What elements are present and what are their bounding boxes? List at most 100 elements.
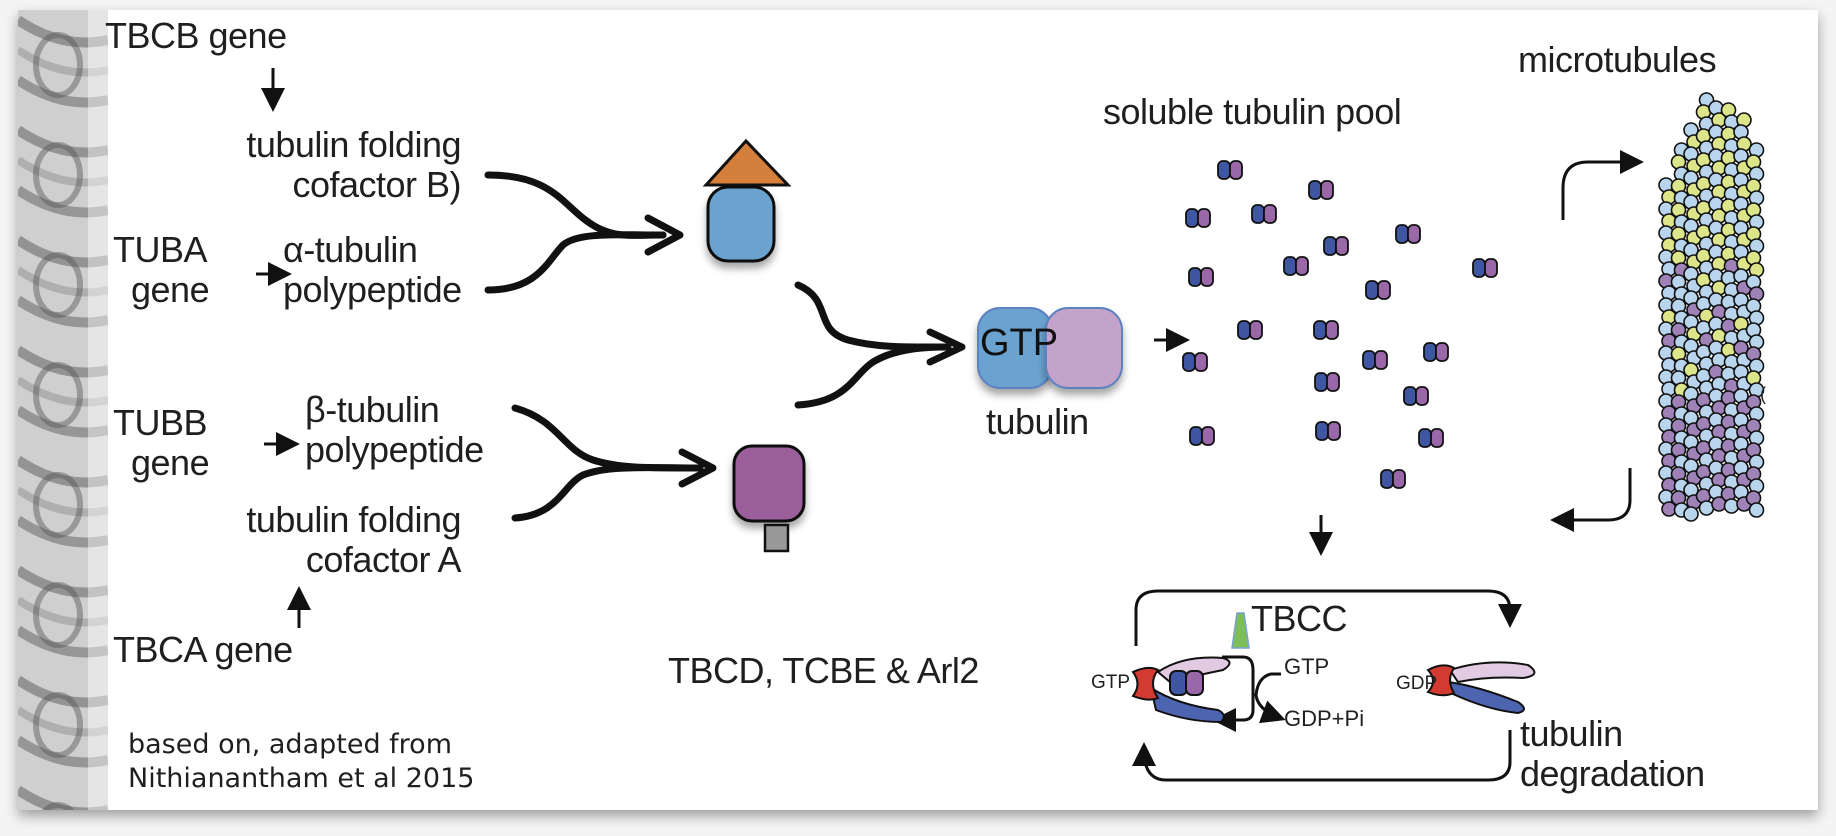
tubulin-dimer bbox=[1380, 469, 1406, 489]
tubulin-pathway-diagram: ( bbox=[256, 68, 1766, 782]
tbcd-tbce-arl2-complex-gtp bbox=[1131, 656, 1231, 724]
label-cofactor-a-line1: tubulin folding bbox=[246, 499, 461, 540]
tubulin-dimer bbox=[1182, 352, 1208, 372]
tubulin-dimer bbox=[1237, 320, 1263, 340]
label-dimer-gtp: GTP bbox=[980, 322, 1059, 364]
dimer-alpha bbox=[1380, 469, 1394, 489]
dimer-alpha bbox=[1403, 386, 1417, 406]
tbcc-shape bbox=[1231, 612, 1250, 649]
tubulin-dimer bbox=[1188, 267, 1214, 287]
dimer-alpha bbox=[1362, 350, 1376, 370]
label-microtubules: microtubules bbox=[1518, 39, 1717, 80]
tubulin-dimer bbox=[1395, 224, 1421, 244]
tubulin-dimer bbox=[1315, 421, 1341, 441]
microtubule-subunit bbox=[1683, 506, 1699, 522]
label-complex-gtp: GTP bbox=[1091, 672, 1131, 693]
dimer-alpha bbox=[1423, 342, 1437, 362]
label-tbcc: TBCC bbox=[1251, 598, 1348, 639]
dimer-alpha bbox=[1182, 352, 1196, 372]
tubulin-dimer bbox=[1423, 342, 1449, 362]
tubulin-dimer bbox=[1362, 350, 1388, 370]
tubulin-dimer bbox=[1365, 280, 1391, 300]
dimer-alpha bbox=[1308, 180, 1322, 200]
dimer-alpha bbox=[1313, 320, 1327, 340]
label-tuba-line2: gene bbox=[131, 269, 210, 310]
dimer-beta bbox=[1484, 258, 1498, 278]
label-tubb-line2: gene bbox=[131, 442, 210, 483]
label-tbcb-gene: TBCB gene bbox=[105, 15, 287, 56]
dimer-beta bbox=[1200, 267, 1214, 287]
label-complex-gdp: GDP bbox=[1396, 673, 1438, 694]
cofactor-b-triangle bbox=[702, 138, 792, 187]
tubulin-dimer bbox=[1185, 208, 1211, 228]
microtubule-micrograph-strip bbox=[18, 10, 108, 810]
soluble-pool-dimers bbox=[1182, 160, 1498, 489]
dimer-alpha bbox=[1237, 320, 1251, 340]
dimer-beta bbox=[1407, 224, 1421, 244]
label-beta-line2: polypeptide bbox=[305, 429, 484, 470]
tubulin-dimer bbox=[1251, 204, 1277, 224]
stray-mark: ( bbox=[1760, 384, 1766, 404]
tubulin-dimer bbox=[1217, 160, 1243, 180]
label-cycle-gdp-pi: GDP+Pi bbox=[1284, 706, 1365, 731]
dimer-beta bbox=[1201, 426, 1215, 446]
label-alpha-line2: polypeptide bbox=[283, 269, 462, 310]
micrograph-texture bbox=[18, 10, 108, 810]
tubulin-dimer bbox=[1189, 426, 1215, 446]
microtubule-subunit bbox=[1748, 502, 1765, 518]
dimer-alpha bbox=[1314, 372, 1328, 392]
label-cofactor-b-line1: tubulin folding bbox=[246, 124, 461, 165]
dimer-beta bbox=[1430, 428, 1444, 448]
dimer-beta bbox=[1197, 208, 1211, 228]
tubulin-dimer bbox=[1314, 372, 1340, 392]
dimer-alpha bbox=[1472, 258, 1486, 278]
dimer-beta bbox=[1374, 350, 1388, 370]
dimer-alpha bbox=[1217, 160, 1231, 180]
dimer-alpha bbox=[1395, 224, 1409, 244]
dimer-alpha bbox=[1189, 426, 1203, 446]
label-alpha-line1: α-tubulin bbox=[283, 229, 418, 270]
dimer-beta bbox=[1435, 342, 1449, 362]
microtubule-lattice bbox=[1658, 92, 1765, 522]
alpha-tubulin-block bbox=[706, 185, 776, 263]
dimer-alpha bbox=[1185, 208, 1199, 228]
dimer-beta bbox=[1335, 236, 1349, 256]
microtubule-subunit bbox=[1723, 498, 1740, 514]
tubulin-dimer bbox=[1323, 236, 1349, 256]
tubulin-dimer bbox=[1283, 256, 1309, 276]
dimer-alpha bbox=[1365, 280, 1379, 300]
gtp-hydrolysis-bracket bbox=[1212, 655, 1286, 732]
dimer-beta bbox=[1295, 256, 1309, 276]
merge-curves-beta bbox=[511, 404, 717, 522]
dimer-alpha bbox=[1283, 256, 1297, 276]
cofactor-a-square bbox=[763, 523, 790, 553]
label-cofactor-a-line2: cofactor A bbox=[305, 539, 462, 580]
label-cycle-gtp: GTP bbox=[1284, 654, 1330, 679]
figure-card: ( TBCB gene tubulin folding cof bbox=[18, 10, 1818, 810]
tubulin-dimer bbox=[1418, 428, 1444, 448]
label-soluble-pool: soluble tubulin pool bbox=[1103, 91, 1402, 132]
merge-curves-alpha bbox=[484, 171, 684, 294]
label-degradation-line2: degradation bbox=[1520, 753, 1705, 794]
label-tuba-line1: TUBA bbox=[113, 229, 208, 270]
dimer-beta bbox=[1263, 204, 1277, 224]
arrow-pool-to-microtubule bbox=[1561, 150, 1644, 220]
beta-tubulin-block bbox=[732, 444, 806, 523]
label-tubulin: tubulin bbox=[986, 401, 1089, 442]
cycle-top-arrow bbox=[1134, 589, 1522, 646]
dimer-beta-subunit bbox=[1045, 307, 1123, 389]
dimer-alpha bbox=[1315, 421, 1329, 441]
credit-line1: based on, adapted from bbox=[128, 729, 452, 760]
arrow-microtubule-to-pool bbox=[1550, 468, 1632, 532]
tubulin-dimer bbox=[1313, 320, 1339, 340]
label-cofactor-b-line2: cofactor B) bbox=[292, 164, 461, 205]
dimer-beta bbox=[1327, 421, 1341, 441]
tbcd-tbce-arl2-complex-gdp bbox=[1426, 661, 1536, 715]
dimer-alpha bbox=[1188, 267, 1202, 287]
label-tbca-gene: TBCA gene bbox=[113, 629, 293, 670]
dimer-beta bbox=[1194, 352, 1208, 372]
dimer-beta bbox=[1392, 469, 1406, 489]
credit-line2: Nithianantham et al 2015 bbox=[128, 763, 475, 794]
dimer-beta bbox=[1325, 320, 1339, 340]
cycle-bottom-arrow bbox=[1132, 730, 1512, 782]
